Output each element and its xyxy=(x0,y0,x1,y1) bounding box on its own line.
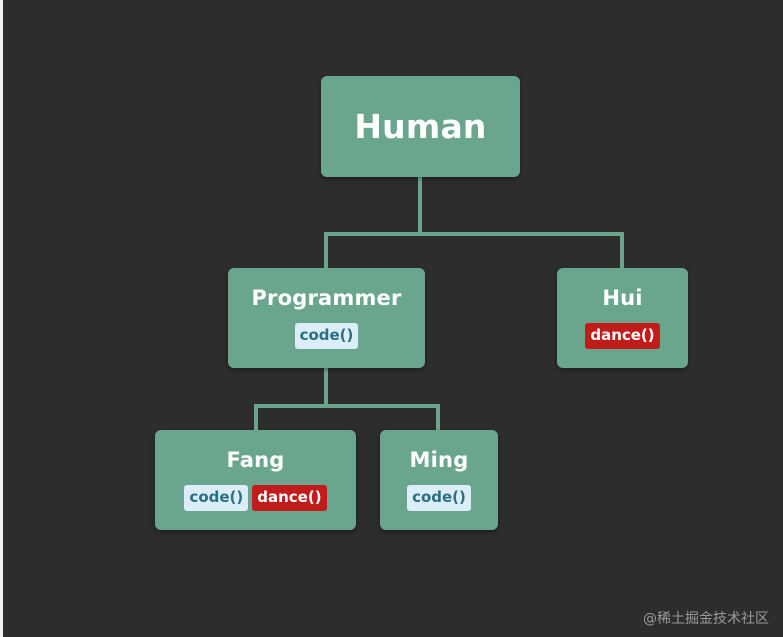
method-badge-dance: dance() xyxy=(252,484,327,511)
node-fang-methods: code() dance() xyxy=(184,484,327,511)
node-human-title: Human xyxy=(354,107,487,146)
node-ming-methods: code() xyxy=(407,484,471,511)
frame-edge xyxy=(0,0,3,637)
node-ming: Ming code() xyxy=(380,430,498,530)
node-programmer-methods: code() xyxy=(294,322,359,349)
node-fang-title: Fang xyxy=(226,447,285,472)
method-badge-dance: dance() xyxy=(585,322,660,349)
node-programmer-title: Programmer xyxy=(251,285,402,310)
watermark-text: @稀土掘金技术社区 xyxy=(643,611,769,627)
node-ming-title: Ming xyxy=(409,447,469,472)
node-hui-title: Hui xyxy=(602,285,643,310)
node-hui-methods: dance() xyxy=(585,322,660,349)
node-human: Human xyxy=(321,76,520,177)
method-badge-code: code() xyxy=(407,484,471,511)
method-badge-code: code() xyxy=(294,322,359,349)
node-hui: Hui dance() xyxy=(557,268,688,368)
node-programmer: Programmer code() xyxy=(228,268,425,368)
method-badge-code: code() xyxy=(184,484,249,511)
node-fang: Fang code() dance() xyxy=(155,430,356,530)
